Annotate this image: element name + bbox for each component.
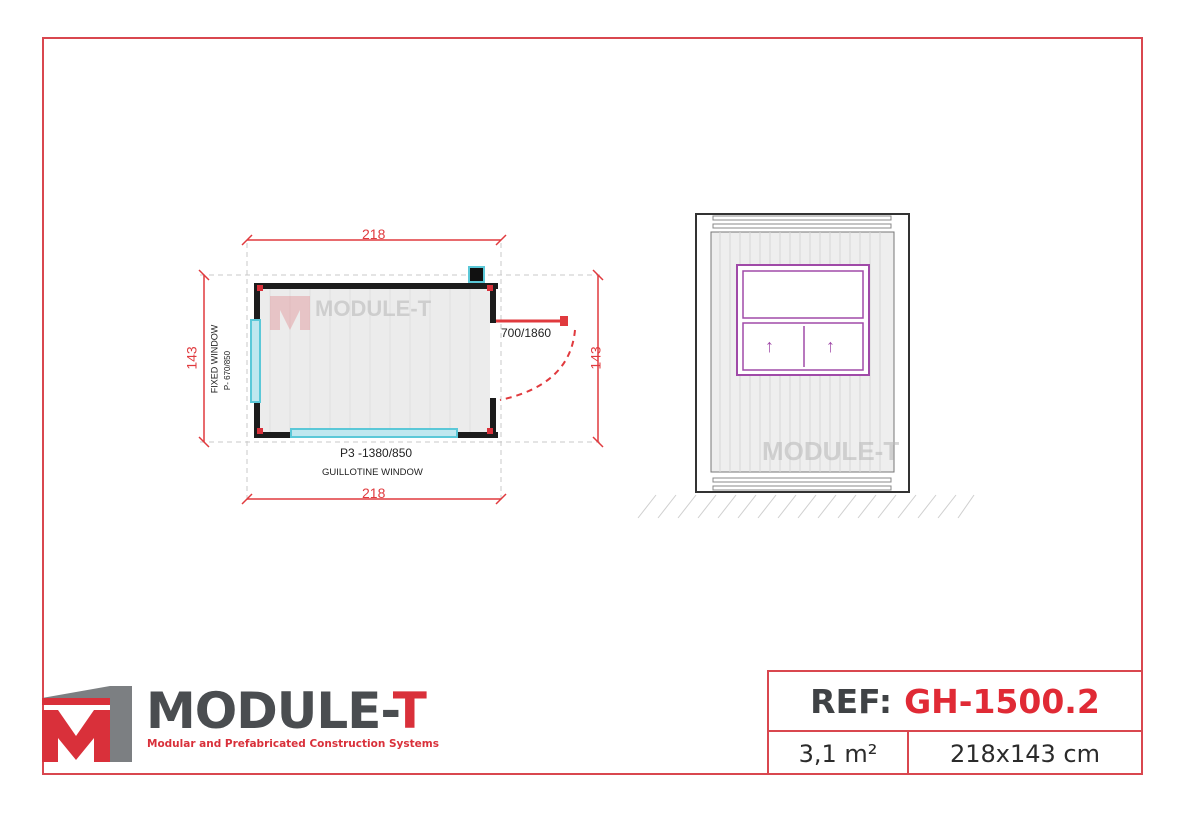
ref-label: REF:: [810, 681, 893, 721]
drawing-frame: [42, 37, 1143, 775]
bottom-width-dimension: 218: [362, 485, 386, 501]
door-label: 700/1860: [501, 326, 552, 340]
elevation-watermark: MODULE-T: [762, 436, 900, 466]
window-arrow-left: ↑: [765, 336, 774, 356]
top-width-dimension: 218: [362, 226, 386, 242]
plan-watermark: MODULE-T: [315, 296, 432, 321]
ref-value: GH-1500.2: [904, 681, 1100, 721]
guillotine-window-label: GUILLOTINE WINDOW: [322, 467, 423, 478]
right-height-dimension: 143: [587, 346, 604, 370]
window-arrow-right: ↑: [826, 336, 835, 356]
fixed-window-code: P- 670/850: [223, 350, 233, 391]
area-value: 3,1 m²: [769, 732, 909, 775]
brand-tagline: Modular and Prefabricated Construction S…: [147, 738, 439, 750]
dimensions-value: 218x143 cm: [949, 739, 1101, 768]
logo-mark: [42, 686, 132, 762]
fixed-window-label: FIXED WINDOW: [209, 324, 220, 394]
reference-row: REF: GH-1500.2: [769, 672, 1141, 732]
brand-name: MODULE-T: [146, 682, 427, 740]
title-block: REF: GH-1500.2 3,1 m² 218x143 cm: [767, 670, 1143, 775]
left-height-dimension: 143: [183, 346, 200, 370]
guillotine-window-code: P3 -1380/850: [340, 446, 413, 460]
